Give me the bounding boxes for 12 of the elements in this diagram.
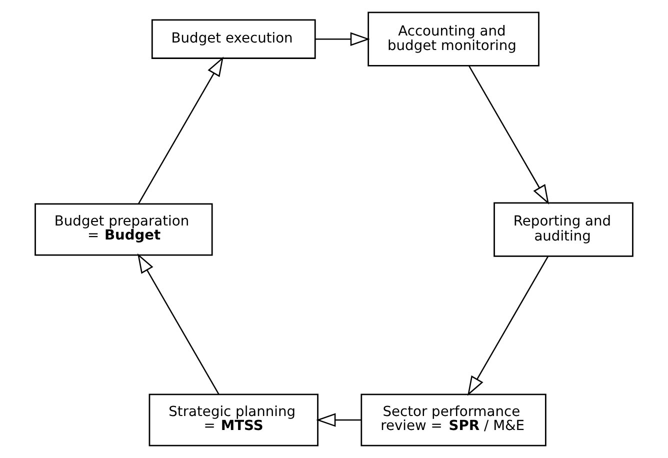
arrow [467,256,549,396]
node-box: Budget execution [151,19,316,59]
node-box: Accounting and budget monitoring [368,12,540,66]
node-box: Budget preparation = Budget [34,203,213,256]
node-box: Reporting and auditing [494,202,634,257]
arrow [315,32,370,46]
node-box: Strategic planning = MTSS [148,394,318,446]
arrow [138,56,224,204]
arrow [468,66,550,204]
arrow [316,413,362,427]
node-box: Sector performance review = SPR / M&E [360,394,546,446]
arrow [137,253,220,395]
